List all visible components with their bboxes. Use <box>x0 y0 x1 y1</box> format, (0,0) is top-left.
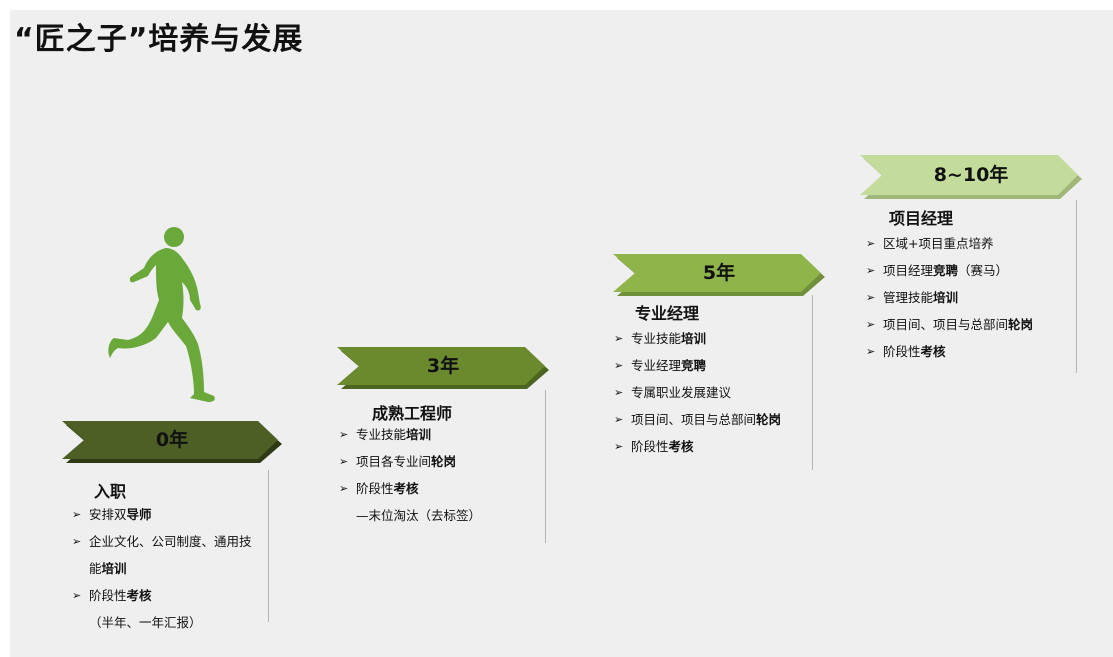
stage-item: ➢ 专业经理竞聘 <box>614 352 804 379</box>
arrow-bullet-icon: ➢ <box>866 291 876 304</box>
stage-item-text: 专业技能 <box>631 331 682 346</box>
stage-item-keyword: 轮岗 <box>756 412 782 427</box>
stage-item-text: 项目各专业间 <box>356 454 432 469</box>
stage-item-list: ➢ 专业技能培训 ➢ 项目各专业间轮岗 ➢ 阶段性考核 —末位淘汰（去标签） <box>339 421 539 529</box>
stage-item-text: 项目间、项目与总部间 <box>883 317 1009 332</box>
stage-item-keyword: 导师 <box>126 507 152 522</box>
arrow-bullet-icon: ➢ <box>72 508 82 521</box>
arrow-bullet-icon: ➢ <box>339 455 349 468</box>
stage-title: 项目经理 <box>889 209 954 228</box>
arrow-bullet-icon: ➢ <box>72 535 82 548</box>
stage-arrow-5: 5年 <box>613 254 825 296</box>
stage-item-keyword: 培训 <box>933 290 959 305</box>
arrow-bullet-icon: ➢ <box>614 359 624 372</box>
arrow-bullet-icon: ➢ <box>614 386 624 399</box>
stage-item-note: （赛马） <box>958 263 1009 278</box>
arrow-bullet-icon: ➢ <box>339 428 349 441</box>
arrow-bullet-icon: ➢ <box>866 318 876 331</box>
stage-item: ➢ 阶段性考核 <box>614 433 804 460</box>
stage-item-text: 管理技能 <box>883 290 934 305</box>
stage-item-keyword: 考核 <box>126 588 152 603</box>
stage-item: ➢ 管理技能培训 <box>866 284 1066 311</box>
arrow-bullet-icon: ➢ <box>614 413 624 426</box>
divider-line <box>1076 200 1077 373</box>
divider-line <box>268 470 269 622</box>
stage-item-keyword: 培训 <box>681 331 707 346</box>
stage-item-note: —末位淘汰（去标签） <box>356 508 482 523</box>
arrow-bullet-icon: ➢ <box>339 482 349 495</box>
stage-item: ➢ 专属职业发展建议 <box>614 379 804 406</box>
stage-item: ➢ 项目间、项目与总部间轮岗 <box>614 406 804 433</box>
stage-item-list: ➢ 专业技能培训 ➢ 专业经理竞聘 ➢ 专属职业发展建议 ➢ 项目间、项目与总部间轮岗 ➢ 阶段性… <box>614 325 804 460</box>
page-title: “匠之子”培养与发展 <box>14 22 304 57</box>
stage-item-keyword: 培训 <box>101 561 127 576</box>
stage-item: ➢ 项目经理竞聘（赛马） <box>866 257 1066 284</box>
divider-line <box>812 295 813 470</box>
stage-title: 成熟工程师 <box>372 404 453 423</box>
divider-line <box>545 390 546 543</box>
stage-item: ➢ 项目各专业间轮岗 <box>339 448 539 475</box>
stage-item-keyword: 考核 <box>668 439 694 454</box>
stage-item-keyword: 考核 <box>920 344 946 359</box>
stage-title: 入职 <box>94 482 127 501</box>
arrow-bullet-icon: ➢ <box>866 345 876 358</box>
stage-item-list: ➢ 区域+项目重点培养 ➢ 项目经理竞聘（赛马） ➢ 管理技能培训 ➢ 项目间、项目与总部间轮… <box>866 230 1066 365</box>
stage-item-list: ➢ 安排双导师 ➢ 企业文化、公司制度、通用技能培训 ➢ 阶段性考核 （半年、一年汇报） <box>72 501 262 636</box>
stage-item: ➢ 安排双导师 <box>72 501 262 528</box>
stage-item-keyword: 竞聘 <box>933 263 959 278</box>
stage-item: ➢ 阶段性考核 （半年、一年汇报） <box>72 582 262 636</box>
stage-item: ➢ 区域+项目重点培养 <box>866 230 1066 257</box>
stage-item-text: 专业经理 <box>631 358 682 373</box>
stage-item: ➢ 专业技能培训 <box>339 421 539 448</box>
stage-item-text: 企业文化、公司制度、通用技能 <box>89 534 252 576</box>
stage-item-text: 专业技能 <box>356 427 407 442</box>
stage-arrow-0: 0年 <box>62 421 282 463</box>
stage-item-keyword: 培训 <box>406 427 432 442</box>
stage-item-keyword: 竞聘 <box>681 358 707 373</box>
stage-arrow-3: 3年 <box>337 347 549 389</box>
stage-year-label: 5年 <box>702 262 736 284</box>
stage-item-keyword: 轮岗 <box>1008 317 1034 332</box>
stage-item: ➢ 专业技能培训 <box>614 325 804 352</box>
stage-item-keyword: 轮岗 <box>431 454 457 469</box>
stage-item-text: 项目经理 <box>883 263 934 278</box>
stage-item-keyword: 考核 <box>393 481 419 496</box>
stage-item-text: 专属职业发展建议 <box>631 385 732 400</box>
slide-canvas <box>10 10 1113 657</box>
arrow-bullet-icon: ➢ <box>866 237 876 250</box>
stage-item-text: 阶段性 <box>356 481 394 496</box>
stage-item-text: 阶段性 <box>883 344 921 359</box>
stage-year-label: 0年 <box>155 429 189 451</box>
stage-item: ➢ 阶段性考核 <box>866 338 1066 365</box>
stage-item: ➢ 阶段性考核 —末位淘汰（去标签） <box>339 475 539 529</box>
arrow-bullet-icon: ➢ <box>614 440 624 453</box>
arrow-bullet-icon: ➢ <box>72 589 82 602</box>
stage-title: 专业经理 <box>635 304 700 323</box>
stage-item-text: 项目间、项目与总部间 <box>631 412 757 427</box>
stage-year-label: 3年 <box>426 355 460 377</box>
stage-item: ➢ 企业文化、公司制度、通用技能培训 <box>72 528 262 582</box>
stage-item-note: （半年、一年汇报） <box>89 615 202 630</box>
stage-item: ➢ 项目间、项目与总部间轮岗 <box>866 311 1066 338</box>
arrow-bullet-icon: ➢ <box>614 332 624 345</box>
runner-icon <box>108 227 215 402</box>
stage-year-label: 8~10年 <box>933 164 1009 186</box>
arrow-bullet-icon: ➢ <box>866 264 876 277</box>
stage-item-text: 安排双 <box>89 507 127 522</box>
stage-item-text: 区域+项目重点培养 <box>883 236 994 251</box>
stage-item-text: 阶段性 <box>631 439 669 454</box>
stage-item-text: 阶段性 <box>89 588 127 603</box>
stage-arrow-8-10: 8~10年 <box>860 155 1082 199</box>
